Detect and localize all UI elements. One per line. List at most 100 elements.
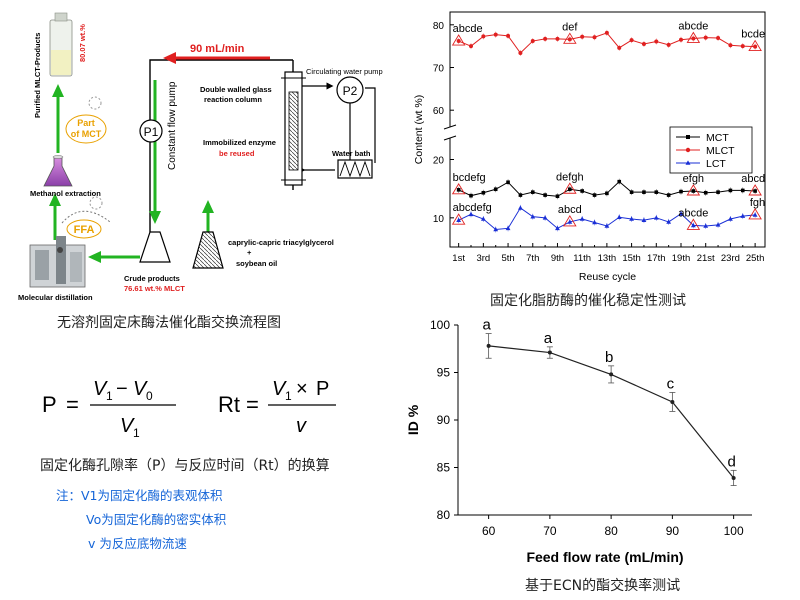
y-tick-label: 95: [437, 366, 451, 380]
point-mct: [629, 190, 634, 194]
svg-text:V: V: [272, 378, 287, 400]
point-mlct: [654, 39, 659, 44]
y-tick-label: 80: [433, 21, 445, 32]
x-tick-label: 17th: [647, 253, 666, 264]
point-mlct: [493, 32, 498, 37]
point-mlct: [703, 35, 708, 40]
legend-marker: [686, 135, 690, 139]
water-bath-label: Water bath: [332, 149, 371, 158]
highlight-triangle: [686, 31, 701, 43]
x-tick-label: 100: [724, 524, 744, 538]
formula-note-3: v 为反应底物流速: [88, 536, 187, 551]
pump-p1-label: P1: [144, 125, 159, 139]
legend-label-mct: MCT: [706, 132, 729, 144]
axis-break-gap: [446, 127, 454, 138]
svg-text:Rt: Rt: [218, 392, 240, 417]
x-axis-label: Feed flow rate (mL/min): [526, 549, 683, 565]
purified-purity-label: 80.07 wt.%: [78, 24, 87, 62]
x-tick-label: 90: [666, 524, 680, 538]
point-mlct: [617, 45, 622, 50]
significance-letters: abcde: [453, 23, 483, 35]
point-mct: [518, 193, 523, 197]
svg-text:=: =: [66, 392, 79, 417]
point-mlct: [691, 36, 696, 41]
methanol-flask-icon: [43, 155, 73, 187]
significance-letters: defgh: [556, 171, 584, 183]
svg-text:=: =: [246, 392, 259, 417]
chart2-caption: 基于ECN的酯交换率测试: [525, 578, 681, 594]
point-mlct: [592, 35, 597, 40]
point-mlct: [530, 39, 535, 44]
pump-p1: [139, 119, 163, 143]
highlight-triangle: [451, 182, 466, 195]
highlight-triangle: [563, 32, 577, 44]
highlight-triangle: [563, 215, 577, 227]
y-tick-label: 85: [437, 461, 451, 475]
x-tick-label: 5th: [501, 253, 514, 264]
point-mlct: [580, 34, 585, 39]
svg-text:v: v: [296, 415, 307, 437]
circulating-pump-label: Circulating water pump: [306, 67, 383, 76]
x-tick-label: 60: [482, 524, 496, 538]
point-lct: [678, 211, 684, 216]
point-lct: [468, 211, 474, 217]
point-mct: [481, 190, 486, 195]
significance-letters: abcd: [558, 204, 582, 216]
substrate-flask: [192, 231, 224, 269]
y-tick-label: 80: [437, 508, 451, 522]
x-tick-label: 23rd: [721, 253, 740, 264]
point-lct: [740, 213, 746, 218]
point-mlct: [740, 44, 745, 49]
x-tick-label: 13th: [598, 253, 617, 264]
x-tick-label: 1st: [452, 253, 465, 264]
highlight-triangle: [686, 218, 701, 230]
point-mlct: [506, 33, 511, 38]
point-mct: [642, 190, 646, 194]
point-mct: [666, 193, 671, 197]
legend-marker: [685, 147, 691, 153]
significance-letters: def: [562, 21, 578, 33]
data-point: [609, 372, 614, 377]
point-mct: [716, 190, 720, 194]
svg-text:1: 1: [106, 389, 113, 403]
y-axis-label: Content (wt %): [413, 95, 425, 164]
point-lct: [653, 215, 659, 220]
point-mct: [469, 193, 473, 198]
point-lct: [616, 214, 622, 220]
point-mct: [555, 194, 560, 199]
point-lct: [505, 225, 511, 231]
point-mct: [728, 188, 733, 193]
y-tick-label: 20: [433, 156, 445, 167]
purified-label: Purified MLCT-Products: [33, 33, 42, 118]
point-mlct: [604, 30, 609, 35]
significance-letters: abcde: [678, 207, 708, 219]
point-mct: [456, 188, 461, 192]
x-tick-label: 11th: [573, 253, 591, 264]
flow-caption: 无溶剂固定床酶法催化酯交换流程图: [57, 315, 281, 331]
part-label: Part: [77, 118, 95, 128]
legend-label-lct: LCT: [706, 158, 726, 170]
highlight-triangle: [748, 39, 762, 52]
ffa-label: FFA: [74, 224, 95, 236]
point-mct: [506, 180, 510, 185]
point-lct: [493, 226, 499, 232]
formula-caption: 固定化酶孔隙率（P）与反应时间（Rt）的换算: [40, 458, 330, 474]
svg-text:0: 0: [146, 389, 153, 403]
point-lct: [666, 219, 672, 224]
point-lct: [480, 216, 486, 221]
point-mct: [654, 190, 659, 194]
highlight-triangle: [451, 34, 466, 46]
ffa-callout-icon: [61, 196, 111, 239]
point-lct: [518, 205, 523, 210]
water-bath: [337, 159, 373, 179]
point-mct: [740, 188, 745, 193]
pump-p2-label: P2: [343, 84, 358, 98]
significance-letters: bcdefg: [453, 172, 486, 184]
point-mct: [617, 179, 622, 184]
point-mlct: [716, 36, 721, 41]
significance-letter: a: [544, 330, 553, 347]
point-mct: [753, 189, 757, 193]
significance-letter: b: [605, 349, 613, 366]
point-mlct: [629, 38, 634, 43]
y-tick-label: 10: [433, 214, 445, 225]
